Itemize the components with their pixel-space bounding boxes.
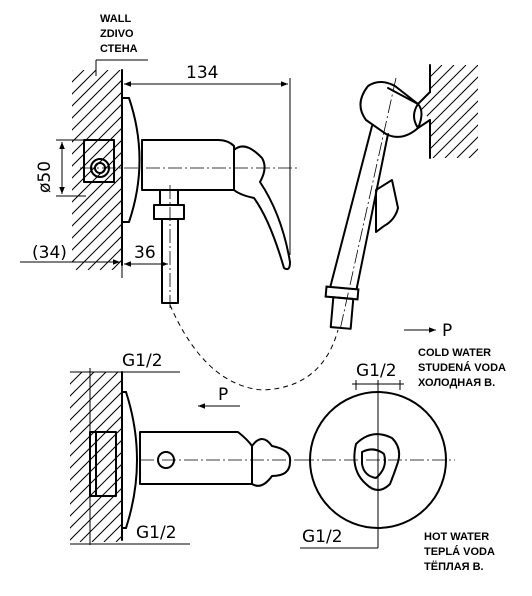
flow-arrow-label: P — [218, 385, 228, 405]
wall-label-leader — [95, 59, 148, 76]
hatch-line — [70, 439, 122, 493]
hatch-line — [79, 499, 122, 542]
hatch-line — [418, 65, 478, 158]
cold-water-cz: STUDENÁ VODA — [418, 361, 506, 374]
dimension-diameter — [56, 139, 86, 197]
cold-water-en: COLD WATER — [418, 347, 491, 359]
dimension-34 — [20, 240, 123, 278]
front-view-rosette — [300, 380, 455, 548]
hand-shower — [324, 77, 423, 331]
top-lever — [233, 145, 291, 271]
dimension-36-label: 36 — [134, 243, 156, 263]
hatch-line — [456, 65, 478, 158]
hatch-line — [70, 475, 122, 529]
hot-water-en: HOT WATER — [424, 531, 489, 543]
bottom-wall-section — [70, 368, 123, 545]
top-valve-body — [80, 139, 300, 191]
hatch-line — [70, 372, 119, 421]
hatch-line — [72, 127, 122, 179]
hatch-line — [70, 391, 122, 445]
hatch-line — [87, 235, 122, 270]
front-view-lever — [353, 433, 401, 491]
hatch-line — [468, 65, 478, 158]
dimension-134-label: 134 — [186, 63, 218, 83]
wall-label-en: WALL — [100, 13, 131, 25]
g12-dim-top-front — [70, 368, 180, 378]
top-outlet — [153, 185, 185, 308]
hatch-line — [72, 79, 122, 131]
hatch-line — [75, 223, 122, 270]
g12-dim-top-side — [352, 380, 404, 390]
hot-water-ru: ТЁПЛАЯ В. — [424, 560, 484, 573]
hatch-line — [91, 511, 122, 542]
hatch-line — [70, 487, 122, 541]
hatch-line — [72, 187, 122, 239]
dimension-diameter-label: ø50 — [35, 161, 55, 193]
hatch-line — [70, 372, 107, 409]
top-rosette — [121, 97, 141, 223]
hatch-line — [70, 415, 122, 469]
g12-label-top-side: G1/2 — [356, 361, 397, 381]
hatch-line — [72, 70, 121, 119]
hatch-line — [420, 65, 478, 158]
hatch-line — [418, 65, 478, 158]
hatch-line — [70, 427, 122, 481]
bottom-rosette — [121, 391, 138, 529]
hatch-line — [72, 70, 109, 107]
dimension-34-label: (34) — [32, 243, 67, 263]
bottom-valve — [89, 431, 300, 497]
hatch-line — [70, 403, 122, 457]
hose-path — [169, 304, 339, 391]
hatch-line — [72, 199, 122, 251]
wall-label-ru: СТЕНА — [100, 43, 138, 55]
hatch-line — [72, 175, 122, 227]
wall-label-cz: ZDIVO — [100, 28, 134, 40]
hatch-line — [418, 65, 419, 158]
hatch-line — [418, 65, 455, 158]
cold-water-marker: P — [442, 321, 452, 341]
hatch-line — [70, 379, 122, 433]
g12-label-bottom-side: G1/2 — [302, 527, 343, 547]
hatch-line — [72, 91, 122, 143]
g12-label-bottom-front: G1/2 — [136, 523, 177, 543]
hatch-line — [70, 372, 83, 385]
g12-label-top-front: G1/2 — [122, 351, 163, 371]
hatch-line — [72, 163, 122, 215]
hatch-line — [70, 463, 122, 517]
holder-wall-section — [418, 64, 478, 159]
hatch-line — [72, 211, 122, 263]
hatch-line — [418, 65, 431, 158]
hatch-line — [444, 65, 478, 158]
hatch-line — [432, 65, 478, 158]
hatch-line — [418, 65, 478, 158]
cold-water-ru: ХОЛОДНАЯ В. — [418, 377, 495, 389]
hatch-line — [70, 372, 71, 373]
hatch-line — [115, 535, 122, 542]
dimension-134 — [121, 78, 291, 255]
hot-water-cz: TEPLÁ VODA — [424, 545, 495, 558]
